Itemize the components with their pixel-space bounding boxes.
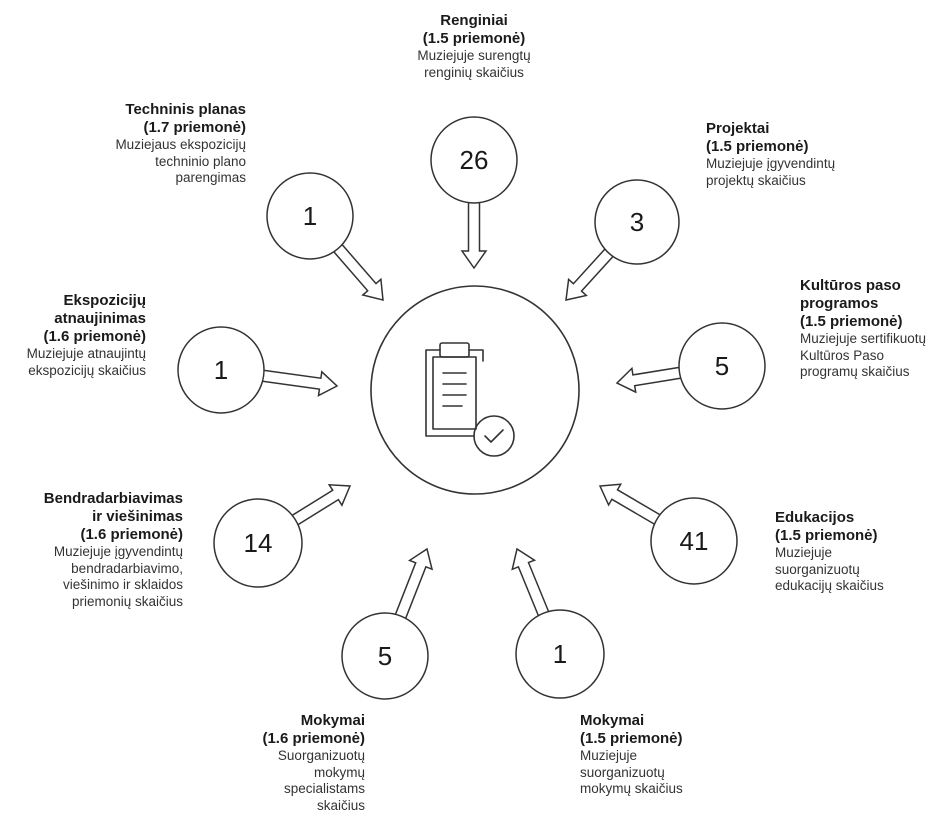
value-circle-kulturos-pasas (678, 322, 766, 410)
value-techninis-planas: 1 (303, 201, 317, 231)
measure-bendradarbiavimas: 14 (213, 483, 352, 588)
value-circle-techninis-planas (266, 172, 354, 260)
value-circle-mokymai-16 (341, 612, 429, 700)
arrow-ekspoziciju-atnaujinimas (259, 369, 339, 397)
label-renginiai: Renginiai(1.5 priemonė)Muziejuje surengt… (324, 12, 624, 81)
measure-number: (1.6 priemonė) (80, 526, 183, 543)
measure-mokymai-15: 1 (511, 547, 605, 699)
label-projektai: Projektai(1.5 priemonė)Muziejuje įgyvend… (706, 120, 835, 189)
value-renginiai: 26 (460, 145, 489, 175)
measure-ekspoziciju-atnaujinimas: 1 (177, 326, 339, 414)
title-line: ir viešinimas (92, 508, 183, 525)
title-line: Projektai (706, 120, 770, 137)
arrow-renginiai (460, 200, 488, 270)
measure-renginiai: 26 (430, 116, 518, 270)
value-ekspoziciju-atnaujinimas: 1 (214, 355, 228, 385)
description-line: Muziejuje sertifikuotų (800, 331, 927, 346)
description-line: mokymų skaičius (580, 781, 683, 796)
title-line: Mokymai (300, 712, 365, 729)
description-line: projektų skaičius (706, 172, 806, 188)
value-mokymai-15: 1 (553, 639, 567, 669)
description-line: bendradarbiavimo, (71, 560, 183, 576)
measure-projektai: 3 (565, 179, 680, 301)
description-line: Muziejuje atnaujintų (26, 346, 146, 361)
center-circle (370, 285, 580, 495)
title-line: Techninis planas (125, 101, 246, 118)
value-circle-projektai (594, 179, 680, 265)
measure-mokymai-16: 5 (341, 547, 434, 700)
description-line: specialistams (283, 781, 365, 796)
value-kulturos-pasas: 5 (715, 351, 729, 381)
measure-edukacijos: 41 (598, 483, 738, 585)
arrow-mokymai-15 (511, 547, 551, 619)
value-circle-mokymai-15 (515, 609, 605, 699)
title-line: Edukacijos (775, 509, 855, 526)
measure-number: (1.5 priemonė) (422, 30, 526, 47)
description-line: Muziejuje (775, 545, 833, 560)
description-line: skaičius (316, 797, 365, 813)
value-mokymai-16: 5 (378, 641, 392, 671)
measure-techninis-planas: 1 (266, 172, 384, 301)
value-edukacijos: 41 (680, 526, 709, 556)
description-line: Muziejuje surengtų (417, 48, 531, 63)
arrow-kulturos-pasas (615, 366, 684, 394)
arrow-edukacijos (598, 483, 663, 527)
measure-number: (1.5 priemonė) (706, 138, 809, 155)
measure-number: (1.6 priemonė) (43, 328, 146, 345)
description-line: edukacijų skaičius (775, 578, 884, 593)
measure-number: (1.5 priemonė) (775, 527, 878, 544)
description-line: Suorganizuotų (277, 748, 365, 763)
description-line: renginių skaičius (424, 64, 524, 80)
description-line: Kultūros Paso (800, 347, 885, 363)
measure-number: (1.6 priemonė) (262, 730, 365, 747)
description-line: mokymų (313, 764, 365, 780)
value-bendradarbiavimas: 14 (244, 528, 273, 558)
arrow-techninis-planas (331, 242, 384, 301)
title-line: Bendradarbiavimas (43, 490, 183, 507)
arrow-bendradarbiavimas (289, 483, 352, 527)
value-circle-bendradarbiavimas (213, 498, 303, 588)
description-line: ekspozicijų skaičius (28, 362, 146, 378)
title-line: atnaujinimas (54, 310, 146, 327)
description-line: programų skaičius (800, 364, 910, 379)
description-line: viešinimo ir sklaidos (62, 577, 183, 592)
title-line: Ekspozicijų (63, 292, 146, 309)
measure-kulturos-pasas: 5 (615, 322, 766, 410)
measure-number: (1.7 priemonė) (143, 119, 246, 136)
clipboard-check-icon (425, 342, 515, 457)
description-line: techninio plano (155, 153, 246, 169)
title-line: Mokymai (580, 712, 645, 729)
description-line: suorganizuotų (580, 764, 665, 780)
arrow-projektai (565, 246, 616, 301)
value-circle-renginiai (430, 116, 518, 204)
description-line: Muziejuje įgyvendintų (706, 156, 836, 171)
arrow-mokymai-16 (393, 547, 434, 622)
description-line: priemonių skaičius (71, 593, 183, 609)
measure-number: (1.5 priemonė) (580, 730, 683, 747)
description-line: parengimas (175, 170, 246, 185)
measure-number: (1.5 priemonė) (800, 313, 903, 330)
description-line: Muziejuje įgyvendintų (53, 544, 183, 559)
value-circle-edukacijos (650, 497, 738, 585)
value-circle-ekspoziciju-atnaujinimas (177, 326, 265, 414)
title-line: Renginiai (440, 12, 508, 29)
title-line: Kultūros paso (800, 277, 901, 294)
description-line: Muziejaus ekspozicijų (115, 137, 246, 152)
description-line: Muziejuje (580, 748, 638, 763)
label-techninis-planas: Techninis planas(1.7 priemonė)Muziejaus … (115, 101, 246, 187)
description-line: suorganizuotų (775, 561, 860, 577)
title-line: programos (800, 295, 879, 312)
value-projektai: 3 (630, 207, 644, 237)
